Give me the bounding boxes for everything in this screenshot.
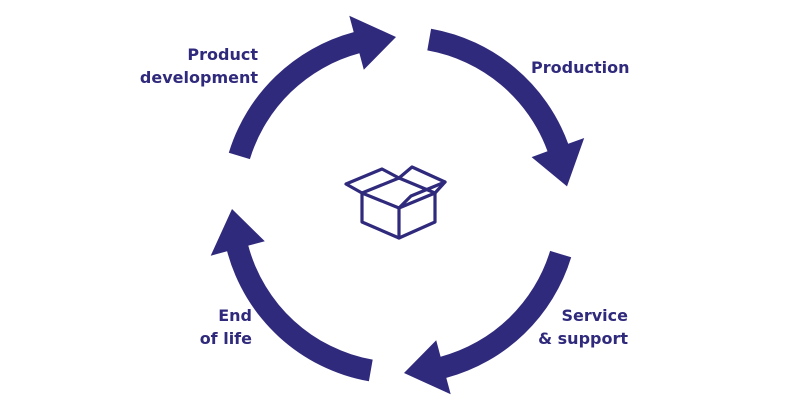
- arrow-to-product-development: [228, 15, 396, 160]
- arrow-to-production: [427, 28, 585, 187]
- stage-label-product-development: Product development: [108, 43, 258, 89]
- arrow-to-service-support: [404, 250, 572, 395]
- stage-label-end-of-life: End of life: [162, 304, 252, 350]
- stage-label-line: Product: [187, 45, 258, 64]
- stage-label-line: & support: [538, 329, 628, 348]
- open-box-icon: [344, 165, 447, 240]
- stage-label-service-support: Service & support: [524, 304, 628, 350]
- cycle-arrows: [210, 15, 585, 395]
- stage-label-line: development: [139, 68, 258, 87]
- arrow-to-end-of-life: [210, 209, 373, 382]
- stage-label-line: Production: [531, 58, 630, 77]
- stage-label-line: of life: [199, 329, 252, 348]
- stage-label-production: Production: [531, 56, 629, 79]
- stage-label-line: Service: [561, 306, 628, 325]
- stage-label-line: End: [218, 306, 252, 325]
